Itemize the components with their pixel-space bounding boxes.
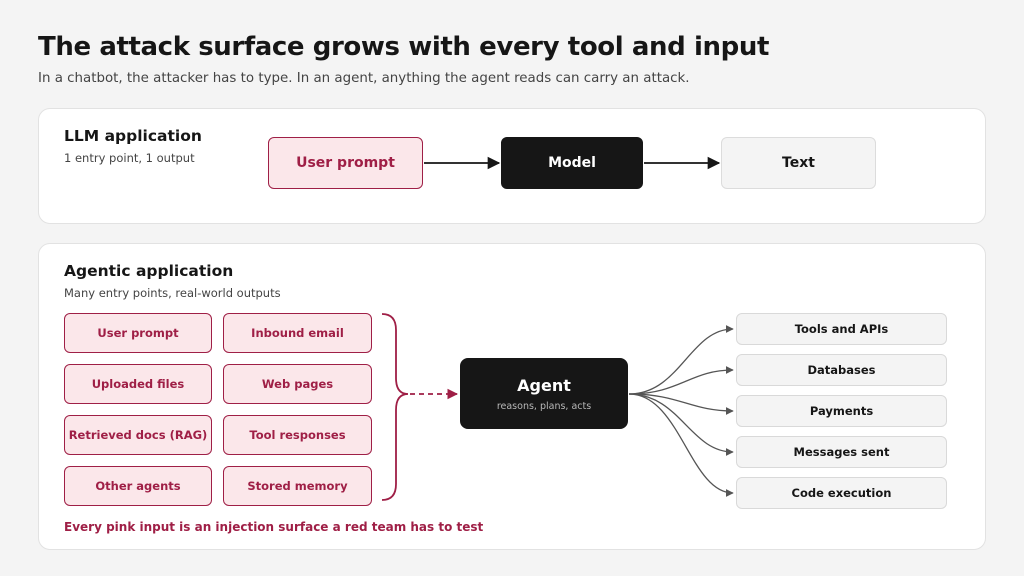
agent-sublabel: reasons, plans, acts	[496, 400, 592, 412]
input-inbound-email: Inbound email	[223, 313, 372, 353]
agentic-panel-title: Agentic application	[64, 262, 234, 280]
injection-surface-footnote: Every pink input is an injection surface…	[64, 520, 484, 534]
input-stored-memory: Stored memory	[223, 466, 372, 506]
input-tool-responses: Tool responses	[223, 415, 372, 455]
inputs-brace	[381, 313, 409, 501]
arrow-agent-to-code	[628, 393, 734, 497]
input-user-prompt: User prompt	[64, 313, 212, 353]
output-code-execution: Code execution	[736, 477, 947, 509]
llm-text-output-box: Text	[721, 137, 876, 189]
arrow-agent-to-payments	[628, 393, 734, 415]
arrow-agent-to-messages	[628, 393, 734, 456]
output-messages-sent: Messages sent	[736, 436, 947, 468]
agent-box: Agent reasons, plans, acts	[460, 358, 628, 429]
output-tools-and-apis: Tools and APIs	[736, 313, 947, 345]
page-title: The attack surface grows with every tool…	[38, 32, 770, 62]
input-web-pages: Web pages	[223, 364, 372, 404]
output-payments: Payments	[736, 395, 947, 427]
llm-panel-subtitle: 1 entry point, 1 output	[64, 151, 195, 165]
agentic-panel-subtitle: Many entry points, real-world outputs	[64, 286, 281, 300]
input-other-agents: Other agents	[64, 466, 212, 506]
output-databases: Databases	[736, 354, 947, 386]
input-uploaded-files: Uploaded files	[64, 364, 212, 404]
arrow-agent-to-tools	[628, 325, 734, 395]
agent-label: Agent	[517, 375, 571, 395]
page-subtitle: In a chatbot, the attacker has to type. …	[38, 71, 690, 86]
llm-model-box: Model	[501, 137, 643, 189]
arrow-agent-to-databases	[628, 366, 734, 395]
llm-user-prompt-box: User prompt	[268, 137, 423, 189]
input-retrieved-docs: Retrieved docs (RAG)	[64, 415, 212, 455]
llm-panel-title: LLM application	[64, 127, 202, 145]
